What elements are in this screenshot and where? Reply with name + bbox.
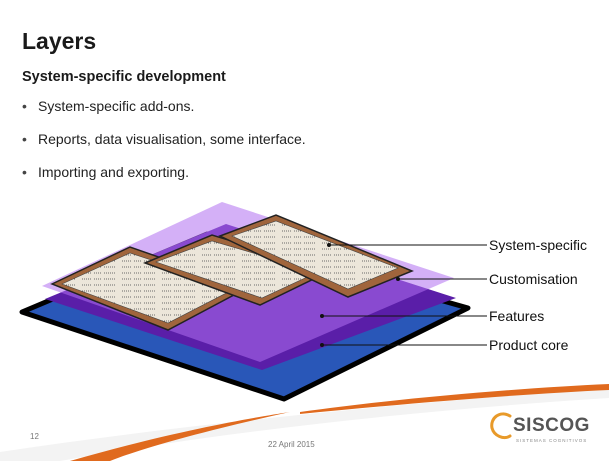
bullet-list: • System-specific add-ons. • Reports, data… <box>22 96 306 195</box>
bullet-text: Reports, data visualisation, some interf… <box>38 131 306 147</box>
logo-tagline: SISTEMAS COGNITIVOS <box>516 438 588 443</box>
bullet-text: System-specific add-ons. <box>38 98 195 114</box>
customisation-card <box>50 246 249 331</box>
bullet-icon: • <box>22 131 27 147</box>
label-system-specific: System-specific <box>489 237 587 253</box>
leader-dot <box>320 343 324 347</box>
label-features: Features <box>489 308 544 324</box>
leader-dot <box>320 314 324 318</box>
label-product-core: Product core <box>489 337 569 353</box>
bullet-item: • System-specific add-ons. <box>22 96 306 129</box>
leader-dot <box>327 243 331 247</box>
customisation-card <box>218 214 414 298</box>
orange-swoosh-right <box>300 384 609 414</box>
bullet-item: • Reports, data visualisation, some inter… <box>22 129 306 162</box>
slide-title: Layers <box>22 28 97 54</box>
siscog-logo-icon <box>490 412 512 440</box>
bullet-text: Importing and exporting. <box>38 164 189 180</box>
bullet-icon: • <box>22 98 27 114</box>
footer-date: 22 April 2015 <box>268 440 315 449</box>
slide-subtitle: System-specific development <box>22 69 226 85</box>
logo-text: SISCOG <box>513 415 590 436</box>
bullet-item: • Importing and exporting. <box>22 162 306 195</box>
label-customisation: Customisation <box>489 271 578 287</box>
leader-dot <box>396 277 400 281</box>
orange-swoosh-left <box>70 412 290 461</box>
page-number: 12 <box>30 432 39 441</box>
bullet-icon: • <box>22 164 27 180</box>
